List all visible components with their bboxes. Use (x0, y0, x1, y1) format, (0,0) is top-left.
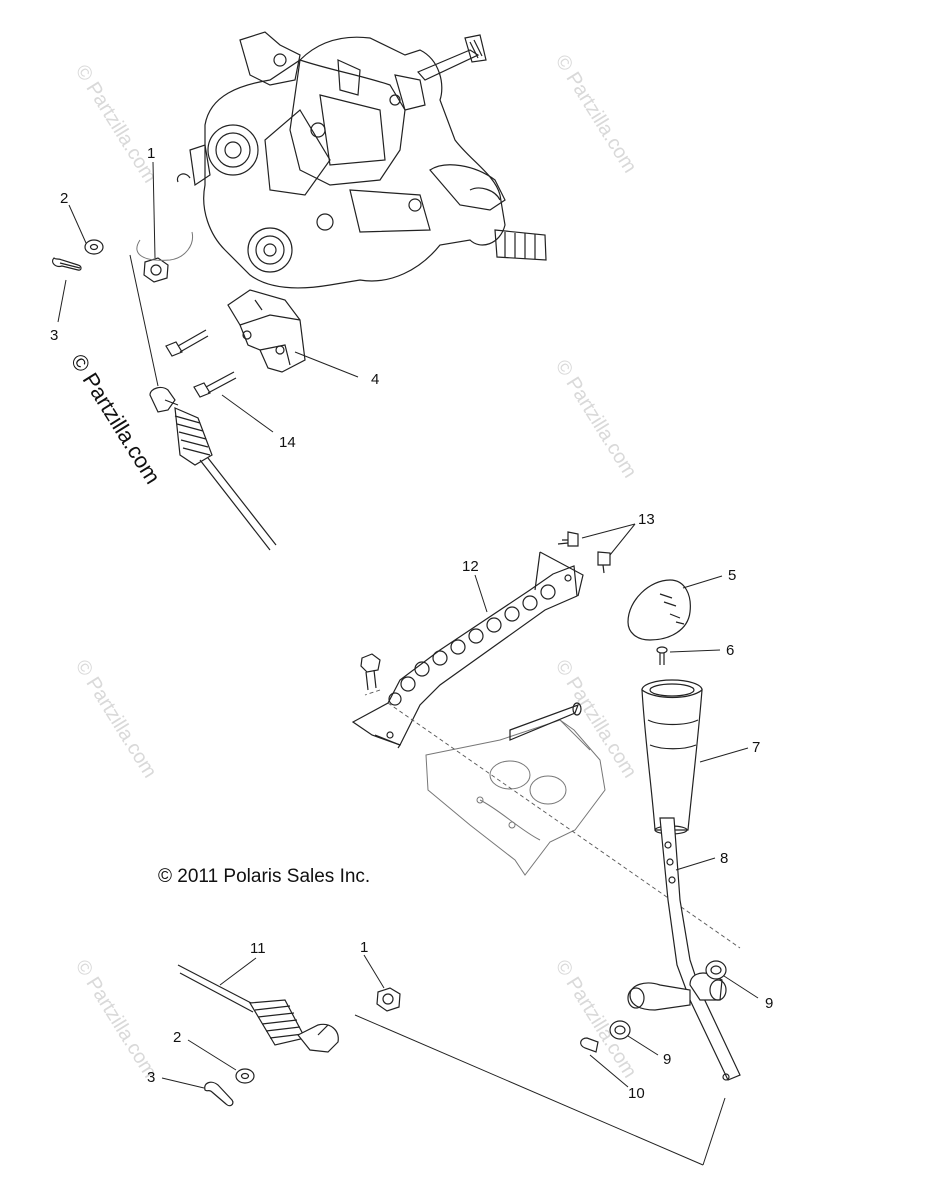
cotter-pin-top (51, 257, 82, 271)
shift-cable-upper (149, 386, 277, 551)
shift-knob-cap (627, 579, 691, 641)
callout-3-bottom: 3 (147, 1069, 155, 1086)
bolt-upper (165, 329, 209, 357)
console-panel-outline (425, 702, 606, 876)
watermark-1: © Partzilla.com (71, 61, 161, 187)
washer-top (84, 239, 104, 255)
callout-8: 8 (720, 850, 728, 867)
watermark-main: © Partzilla.com (66, 349, 166, 488)
cable-bracket (227, 289, 306, 373)
transmission-illustration (176, 31, 547, 289)
callout-3-top: 3 (50, 327, 58, 344)
callout-12: 12 (462, 558, 479, 575)
callout-11: 11 (250, 940, 266, 957)
callout-7: 7 (752, 739, 760, 756)
assembly-line-right (702, 1097, 726, 1166)
callout-1-bottom: 1 (360, 939, 368, 956)
callout-5: 5 (728, 567, 736, 584)
bracket-bolt (360, 653, 381, 691)
callout-1-top: 1 (147, 145, 155, 162)
callout-6: 6 (726, 642, 734, 659)
bushing-mid (609, 1020, 631, 1040)
assembly-dash-2 (364, 689, 381, 696)
callout-10: 10 (628, 1085, 645, 1102)
nut-top (143, 257, 169, 283)
callout-labels: 1 2 3 4 14 13 12 5 6 7 8 11 1 9 2 9 3 10 (50, 145, 773, 1102)
e-clip (580, 1037, 599, 1053)
bolt-lower (193, 371, 237, 398)
callout-4: 4 (371, 371, 379, 388)
shift-cable-lower (177, 964, 339, 1053)
screw-13b (597, 551, 611, 574)
callout-2-bottom: 2 (173, 1029, 181, 1046)
watermark-3: © Partzilla.com (551, 356, 641, 482)
watermark-5: © Partzilla.com (551, 656, 641, 782)
nut-bottom (376, 987, 401, 1012)
watermark-2: © Partzilla.com (551, 51, 641, 177)
shift-handle (641, 679, 703, 835)
bushing-right (705, 960, 727, 980)
assembly-dash-1 (387, 702, 741, 949)
callout-2-top: 2 (60, 190, 68, 207)
callout-9-mid: 9 (663, 1051, 671, 1068)
watermark-4: © Partzilla.com (71, 656, 161, 782)
mount-circle-arc (136, 231, 194, 261)
watermark-6: © Partzilla.com (71, 956, 161, 1082)
assembly-line-left (354, 1014, 704, 1166)
callout-9-right: 9 (765, 995, 773, 1012)
watermark-7: © Partzilla.com (551, 956, 641, 1082)
washer-bottom (235, 1068, 255, 1084)
callout-14: 14 (279, 434, 296, 451)
screw-6 (656, 646, 668, 665)
shift-lever (627, 817, 741, 1081)
mounting-bracket-12 (351, 551, 584, 749)
callout-13: 13 (638, 511, 655, 528)
screw-13a (557, 531, 579, 547)
copyright-notice: © 2011 Polaris Sales Inc. (158, 866, 370, 887)
cotter-pin-bottom (204, 1081, 234, 1107)
